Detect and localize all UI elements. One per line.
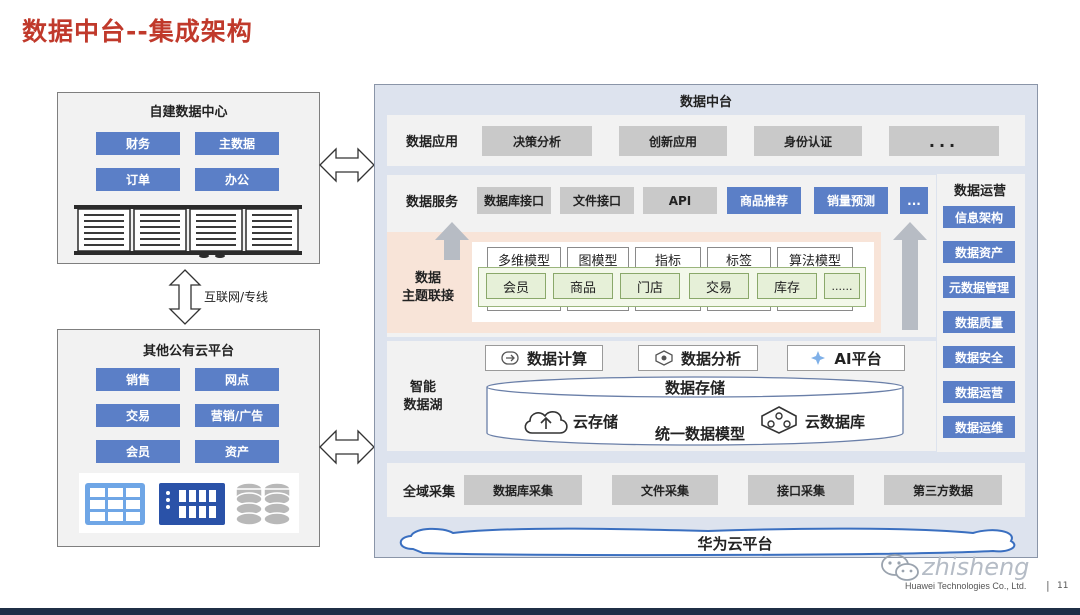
double-arrow-vertical-icon	[168, 268, 202, 326]
entity-item: 交易	[689, 273, 749, 299]
unified-model-label: 统一数据模型	[655, 425, 746, 443]
double-arrow-horizontal-icon	[318, 428, 376, 466]
left-datacenter-item: 财务	[96, 132, 180, 155]
connector-label: 互联网/专线	[204, 290, 269, 304]
data-lake-label: 智能 数据湖	[393, 377, 453, 417]
storage-cylinder	[485, 375, 905, 447]
cloud-storage-label: 云存储	[573, 413, 619, 431]
left-datacenter-title: 自建数据中心	[149, 104, 228, 120]
topic-label: 数据 主题联接	[391, 268, 465, 308]
ops-item: 数据运维	[943, 416, 1015, 438]
data-lake-label-line2: 数据湖	[403, 398, 443, 413]
lake-tool-analysis: 数据分析	[638, 345, 758, 371]
cloud-base	[393, 525, 1023, 557]
left-cloud-panel: 其他公有云平台 销售 网点 交易 营销/广告 会员 资产	[57, 329, 320, 547]
ops-item: 元数据管理	[943, 276, 1015, 298]
data-collect-item: 文件采集	[612, 475, 718, 505]
database-icon	[235, 482, 291, 526]
cloud-base-label: 华为云平台	[697, 535, 773, 553]
data-services-label: 数据服务	[405, 194, 458, 210]
storage-title: 数据存储	[664, 379, 725, 397]
ops-title: 数据运营	[953, 183, 1006, 199]
lake-tool-label: 数据计算	[526, 349, 587, 368]
grid-icon	[85, 483, 145, 525]
entity-item: 会员	[486, 273, 546, 299]
data-apps-item: ...	[889, 126, 999, 156]
ops-item: 数据质量	[943, 311, 1015, 333]
data-platform-title: 数据中台	[679, 94, 732, 110]
data-collect-item: 接口采集	[748, 475, 854, 505]
lake-tool-label: 数据分析	[680, 349, 741, 368]
cloud-db-label: 云数据库	[805, 413, 866, 431]
topic-label-line2: 主题联接	[401, 289, 454, 304]
lake-tool-ai: AI平台	[787, 345, 905, 371]
data-apps-band: 数据应用 决策分析 创新应用 身份认证 ...	[387, 115, 1025, 166]
data-platform-panel: 数据中台 数据应用 决策分析 创新应用 身份认证 ... 数据服务 数据库接口 …	[374, 84, 1038, 558]
lake-tool-label: AI平台	[834, 349, 882, 368]
ops-panel: 数据运营 信息架构 数据资产 元数据管理 数据质量 数据安全 数据运营 数据运维	[937, 174, 1025, 452]
compute-icon	[501, 351, 519, 365]
data-apps-label: 数据应用	[405, 135, 458, 150]
data-apps-item: 决策分析	[482, 126, 592, 156]
ops-item: 数据资产	[943, 241, 1015, 263]
entity-item: ......	[824, 273, 860, 299]
topic-label-line1: 数据	[414, 271, 441, 286]
ops-item: 信息架构	[943, 206, 1015, 228]
entity-item: 商品	[553, 273, 613, 299]
data-services-item: 数据库接口	[477, 187, 551, 214]
wechat-logo-icon	[880, 552, 920, 584]
left-datacenter-item: 办公	[195, 168, 279, 191]
entity-item: 门店	[620, 273, 680, 299]
data-services-band: 数据服务 数据库接口 文件接口 API 商品推荐 销量预测 ...	[387, 175, 936, 225]
entity-item: 库存	[757, 273, 817, 299]
cloud-db-icon	[759, 405, 799, 435]
topic-inner: 多维模型 图模型 指标 标签 算法模型 会员 商品 门店 交易 库存 .....…	[472, 242, 874, 322]
data-collect-item: 数据库采集	[464, 475, 582, 505]
data-services-item: 文件接口	[560, 187, 634, 214]
left-datacenter-item: 主数据	[195, 132, 279, 155]
left-cloud-item: 网点	[195, 368, 279, 391]
left-cloud-item: 资产	[195, 440, 279, 463]
watermark: zhisheng	[922, 553, 1030, 581]
lake-tool-compute: 数据计算	[485, 345, 603, 371]
footer-bar	[0, 608, 1080, 615]
ops-item: 数据运营	[943, 381, 1015, 403]
page-title: 数据中台--集成架构	[22, 17, 253, 46]
data-lake-label-line1: 智能	[409, 380, 436, 395]
cloud-storage-icon	[522, 407, 570, 435]
up-arrow-icon	[891, 220, 929, 332]
left-cloud-title: 其他公有云平台	[142, 343, 234, 359]
data-services-item: 销量预测	[814, 187, 888, 214]
left-cloud-item: 营销/广告	[195, 404, 279, 427]
ai-icon	[810, 350, 826, 366]
data-apps-item: 创新应用	[619, 126, 727, 156]
left-datacenter-item: 订单	[96, 168, 180, 191]
data-lake-band: 智能 数据湖 数据计算 数据分析 AI平台 数据存储 云存储 统一数据模型	[387, 341, 936, 451]
chip-icon	[159, 483, 225, 525]
footer-separator: |	[1046, 579, 1050, 592]
data-apps-item: 身份认证	[754, 126, 862, 156]
data-services-item: 商品推荐	[727, 187, 801, 214]
page-number: 11	[1057, 581, 1069, 591]
company-name: Huawei Technologies Co., Ltd.	[905, 581, 1027, 591]
left-cloud-item: 交易	[96, 404, 180, 427]
left-cloud-item: 销售	[96, 368, 180, 391]
ops-item: 数据安全	[943, 346, 1015, 368]
up-arrow-icon	[433, 220, 471, 260]
cloud-resources-strip	[79, 473, 299, 533]
data-services-item: API	[643, 187, 717, 214]
data-collect-item: 第三方数据	[884, 475, 1002, 505]
data-services-item: ...	[900, 187, 928, 214]
left-cloud-item: 会员	[96, 440, 180, 463]
data-collect-label: 全域采集	[402, 484, 455, 500]
double-arrow-horizontal-icon	[318, 146, 376, 184]
analysis-icon	[655, 350, 673, 366]
data-collect-band: 全域采集 数据库采集 文件采集 接口采集 第三方数据	[387, 463, 1025, 517]
left-datacenter-panel: 自建数据中心 财务 主数据 订单 办公	[57, 92, 320, 264]
server-rack-icon	[74, 203, 302, 259]
